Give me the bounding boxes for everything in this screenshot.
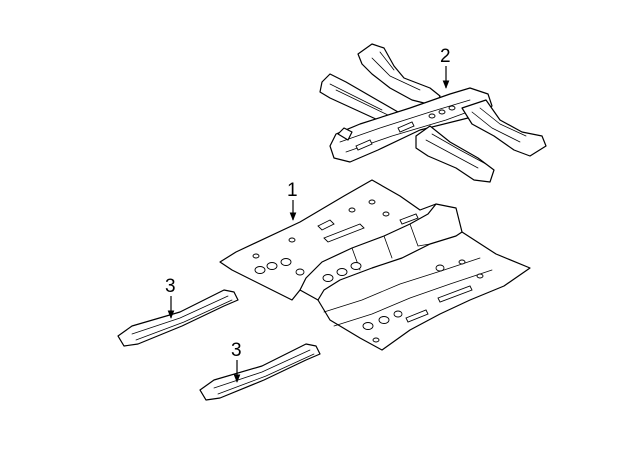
callout-1: 1 — [287, 180, 298, 221]
floor-pan-part — [219, 179, 531, 351]
callout-2: 2 — [440, 46, 451, 89]
callout-2-label: 2 — [440, 46, 451, 67]
callout-3-upper: 3 — [165, 276, 176, 319]
callout-3-upper-label: 3 — [165, 276, 176, 297]
callout-1-label: 1 — [287, 180, 298, 201]
rocker-reinforcement-upper-part — [117, 289, 239, 347]
rocker-reinforcement-lower-part — [199, 343, 321, 401]
rear-crossmember-part — [319, 43, 547, 183]
callout-3-lower: 3 — [231, 340, 242, 383]
callout-3-lower-label: 3 — [231, 340, 242, 361]
